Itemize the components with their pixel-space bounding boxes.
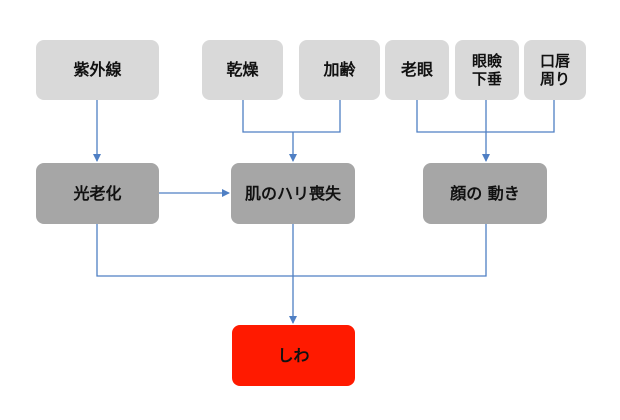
node-aging: 加齢 bbox=[299, 40, 380, 100]
node-presbyopia: 老眼 bbox=[385, 40, 449, 100]
node-photoaging: 光老化 bbox=[36, 163, 159, 224]
node-uv: 紫外線 bbox=[36, 40, 159, 100]
node-facial-movement: 顔の 動き bbox=[423, 163, 547, 224]
dryness-aging-merge-line bbox=[242, 100, 341, 133]
node-eyelid-ptosis: 眼瞼 下垂 bbox=[455, 40, 519, 100]
node-mouth-area: 口唇 周り bbox=[524, 40, 586, 100]
node-dryness: 乾燥 bbox=[202, 40, 283, 100]
bottom-merge-line bbox=[96, 224, 487, 277]
node-loss-of-elasticity: 肌のハリ喪失 bbox=[231, 163, 355, 224]
node-wrinkles: しわ bbox=[232, 325, 355, 386]
